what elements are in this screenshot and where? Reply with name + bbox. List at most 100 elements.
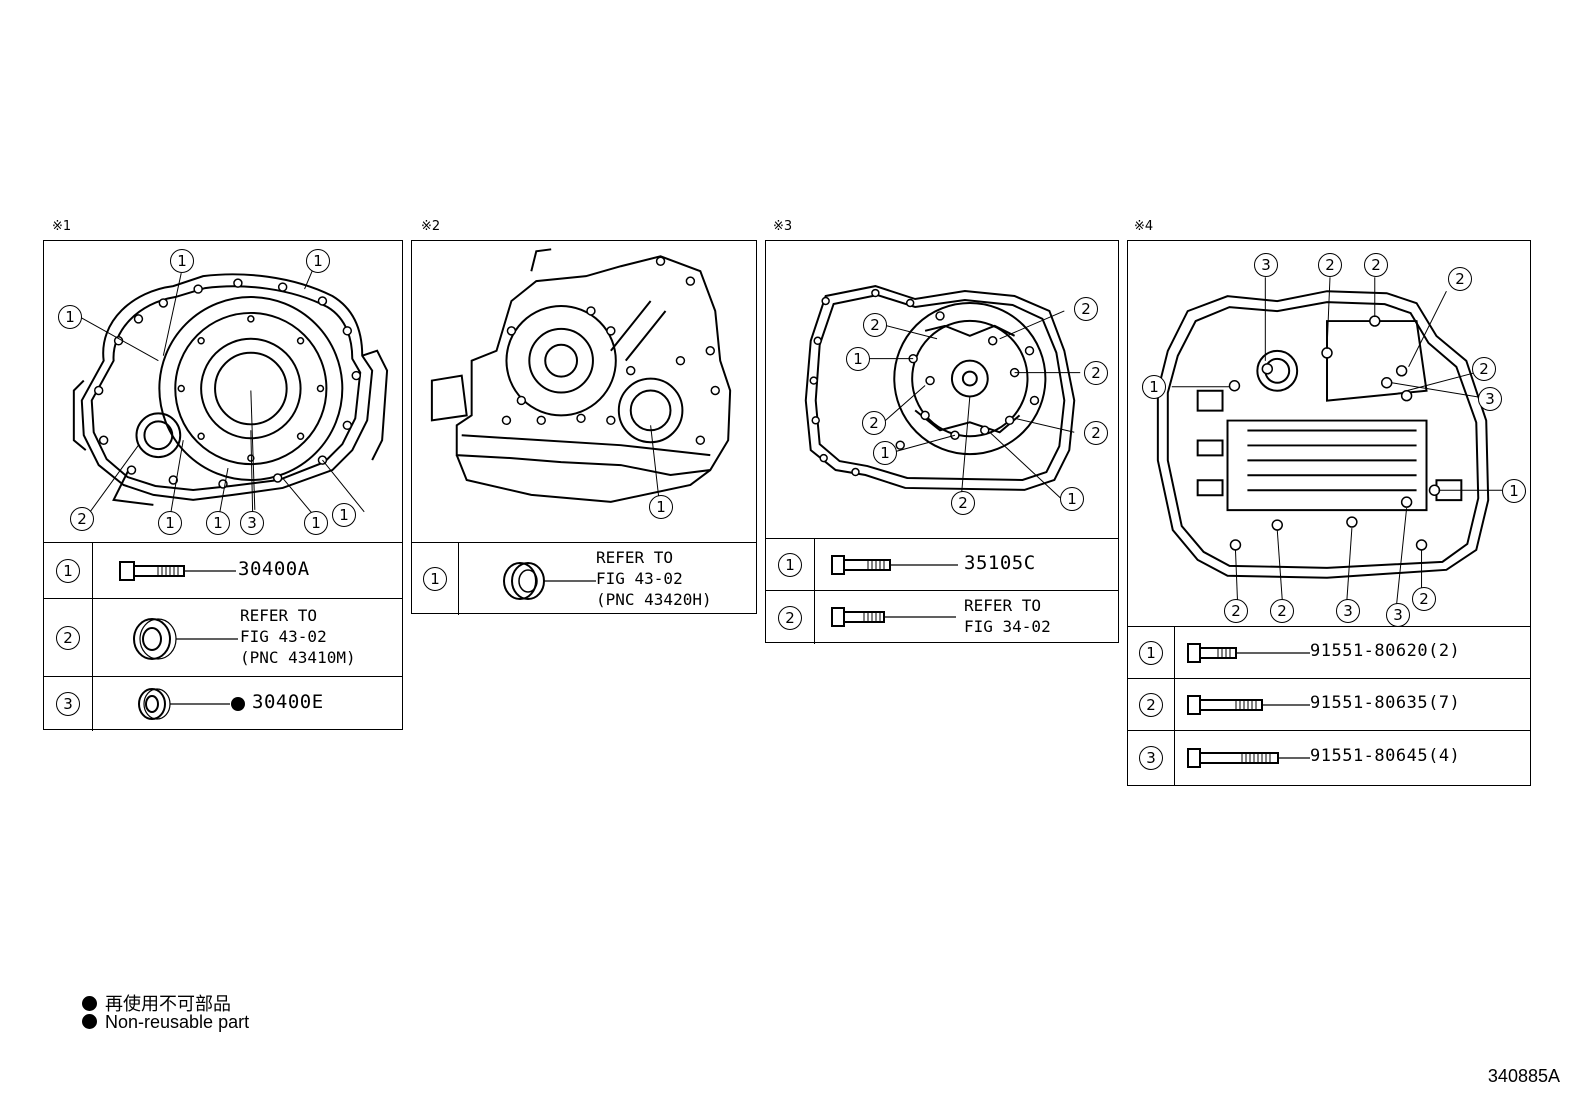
row-index: 1 (412, 543, 459, 615)
non-reusable-dot-icon (82, 996, 97, 1011)
callout-2: 2 (951, 491, 975, 515)
legend-jp-text: 再使用不可部品 (105, 994, 231, 1014)
callout-1: 1 (304, 511, 328, 535)
parts-row-1: 1 30400A (44, 543, 402, 599)
callout-1: 1 (158, 511, 182, 535)
bolt-icon (119, 561, 236, 581)
non-reusable-dot (231, 697, 245, 711)
row-index: 1 (1128, 627, 1175, 678)
callout-2: 2 (1224, 599, 1248, 623)
index-circle: 1 (1139, 640, 1163, 665)
bolt-icon (1187, 748, 1310, 768)
row-index: 3 (1128, 731, 1175, 785)
callout-3: 3 (1254, 253, 1278, 277)
part-number: 30400E (252, 691, 324, 713)
index-circle: 2 (56, 625, 80, 650)
non-reusable-dot-icon (82, 1014, 97, 1029)
callout-2: 2 (1364, 253, 1388, 277)
parts-row-3: 3 30400E (44, 677, 402, 731)
callout-3: 3 (1478, 387, 1502, 411)
callout-1: 1 (170, 249, 194, 273)
panel-2-drawing: 1 (412, 241, 756, 543)
callout-1: 1 (846, 347, 870, 371)
callout-1: 1 (649, 495, 673, 519)
index-circle: 3 (1139, 746, 1163, 770)
callout-3: 3 (1386, 603, 1410, 626)
index-circle: 3 (56, 692, 80, 716)
part-number: 91551-80620(2) (1310, 641, 1461, 661)
callout-1: 1 (58, 305, 82, 329)
row-index: 2 (766, 591, 815, 644)
callout-2: 2 (1084, 361, 1108, 385)
callout-2: 2 (1074, 297, 1098, 321)
callout-1: 1 (1502, 479, 1526, 503)
index-circle: 1 (423, 567, 447, 591)
bolt-icon (1187, 695, 1310, 715)
oil-seal-icon (138, 688, 245, 720)
oil-seal-icon (503, 562, 596, 600)
panel-2-mark: ※2 (421, 219, 441, 234)
callout-1: 1 (332, 503, 356, 527)
panel-1-mark: ※1 (52, 219, 72, 234)
callout-1: 1 (306, 249, 330, 273)
parts-row-1: 1 35105C (766, 539, 1118, 591)
panel-4-drawing: 3 2 2 2 1 2 3 1 2 2 3 3 2 (1128, 241, 1530, 627)
index-circle: 2 (1139, 692, 1163, 717)
valve-body-drawing (1156, 277, 1503, 604)
reference-text: REFER TO FIG 43-02 (PNC 43420H) (596, 548, 712, 609)
reference-text: REFER TO FIG 34-02 (964, 596, 1051, 636)
parts-row-1: 1 91551-80620(2) (1128, 627, 1530, 679)
bolt-icon (1187, 643, 1310, 663)
callout-2: 2 (1412, 587, 1436, 611)
bolt-icon (831, 555, 958, 575)
row-index: 1 (44, 543, 93, 598)
parts-row-1: 1 REFER TO FIG 43-02 (PNC 43420H) (412, 543, 756, 615)
parts-row-2: 2 REFER TO FIG 34-02 (766, 591, 1118, 644)
legend-en-text: Non-reusable part (105, 1012, 250, 1032)
part-number: 91551-80635(7) (1310, 693, 1461, 713)
callout-2: 2 (70, 507, 94, 531)
row-index: 2 (44, 599, 93, 676)
callout-1: 1 (1060, 487, 1084, 511)
callout-2: 2 (1448, 267, 1472, 291)
case-cover-drawing (804, 285, 1081, 502)
panel-1: 1 1 1 1 2 1 1 3 1 1 1 30400A 2 REFER TO … (43, 240, 403, 731)
callout-2: 2 (1270, 599, 1294, 623)
panel-4-mark: ※4 (1134, 219, 1154, 234)
panel-3-mark: ※3 (773, 219, 793, 234)
part-number: 91551-80645(4) (1310, 746, 1461, 766)
callout-2: 2 (1084, 421, 1108, 445)
part-number: 35105C (964, 552, 1036, 574)
index-circle: 2 (778, 605, 802, 630)
row-index: 2 (1128, 679, 1175, 730)
index-circle: 1 (778, 552, 802, 577)
legend-en: Non-reusable part (82, 1012, 249, 1033)
panel-2: 1 1 REFER TO FIG 43-02 (PNC 43420H) (411, 240, 757, 615)
legend-jp: 再使用不可部品 (82, 990, 231, 1016)
index-circle: 1 (56, 558, 80, 583)
callout-2: 2 (1472, 357, 1496, 381)
callout-1: 1 (1142, 375, 1166, 399)
parts-row-2: 2 91551-80635(7) (1128, 679, 1530, 731)
panel-4: 3 2 2 2 1 2 3 1 2 2 3 3 2 1 91551-80620(… (1127, 240, 1531, 786)
callout-3: 3 (1336, 599, 1360, 623)
panel-3-drawing: 2 2 1 2 2 1 2 2 2 1 (766, 241, 1118, 539)
transaxle-housing-drawing (72, 263, 389, 522)
oil-seal-icon (133, 618, 238, 660)
bolt-icon (831, 607, 956, 627)
callout-2: 2 (862, 411, 886, 435)
part-number: 30400A (238, 558, 310, 580)
row-index: 3 (44, 677, 93, 731)
reference-text: REFER TO FIG 43-02 (PNC 43410M) (240, 606, 356, 667)
transaxle-side-drawing (430, 248, 732, 503)
callout-1: 1 (206, 511, 230, 535)
parts-row-3: 3 91551-80645(4) (1128, 731, 1530, 785)
callout-2: 2 (863, 313, 887, 337)
callout-2: 2 (1318, 253, 1342, 277)
parts-row-2: 2 REFER TO FIG 43-02 (PNC 43410M) (44, 599, 402, 677)
figure-id: 340885A (1487, 1066, 1560, 1086)
callout-3: 3 (240, 511, 264, 535)
panel-1-drawing: 1 1 1 1 2 1 1 3 1 1 (44, 241, 402, 543)
panel-3: 2 2 1 2 2 1 2 2 2 1 1 35105C 2 REFER TO … (765, 240, 1119, 644)
row-index: 1 (766, 539, 815, 590)
